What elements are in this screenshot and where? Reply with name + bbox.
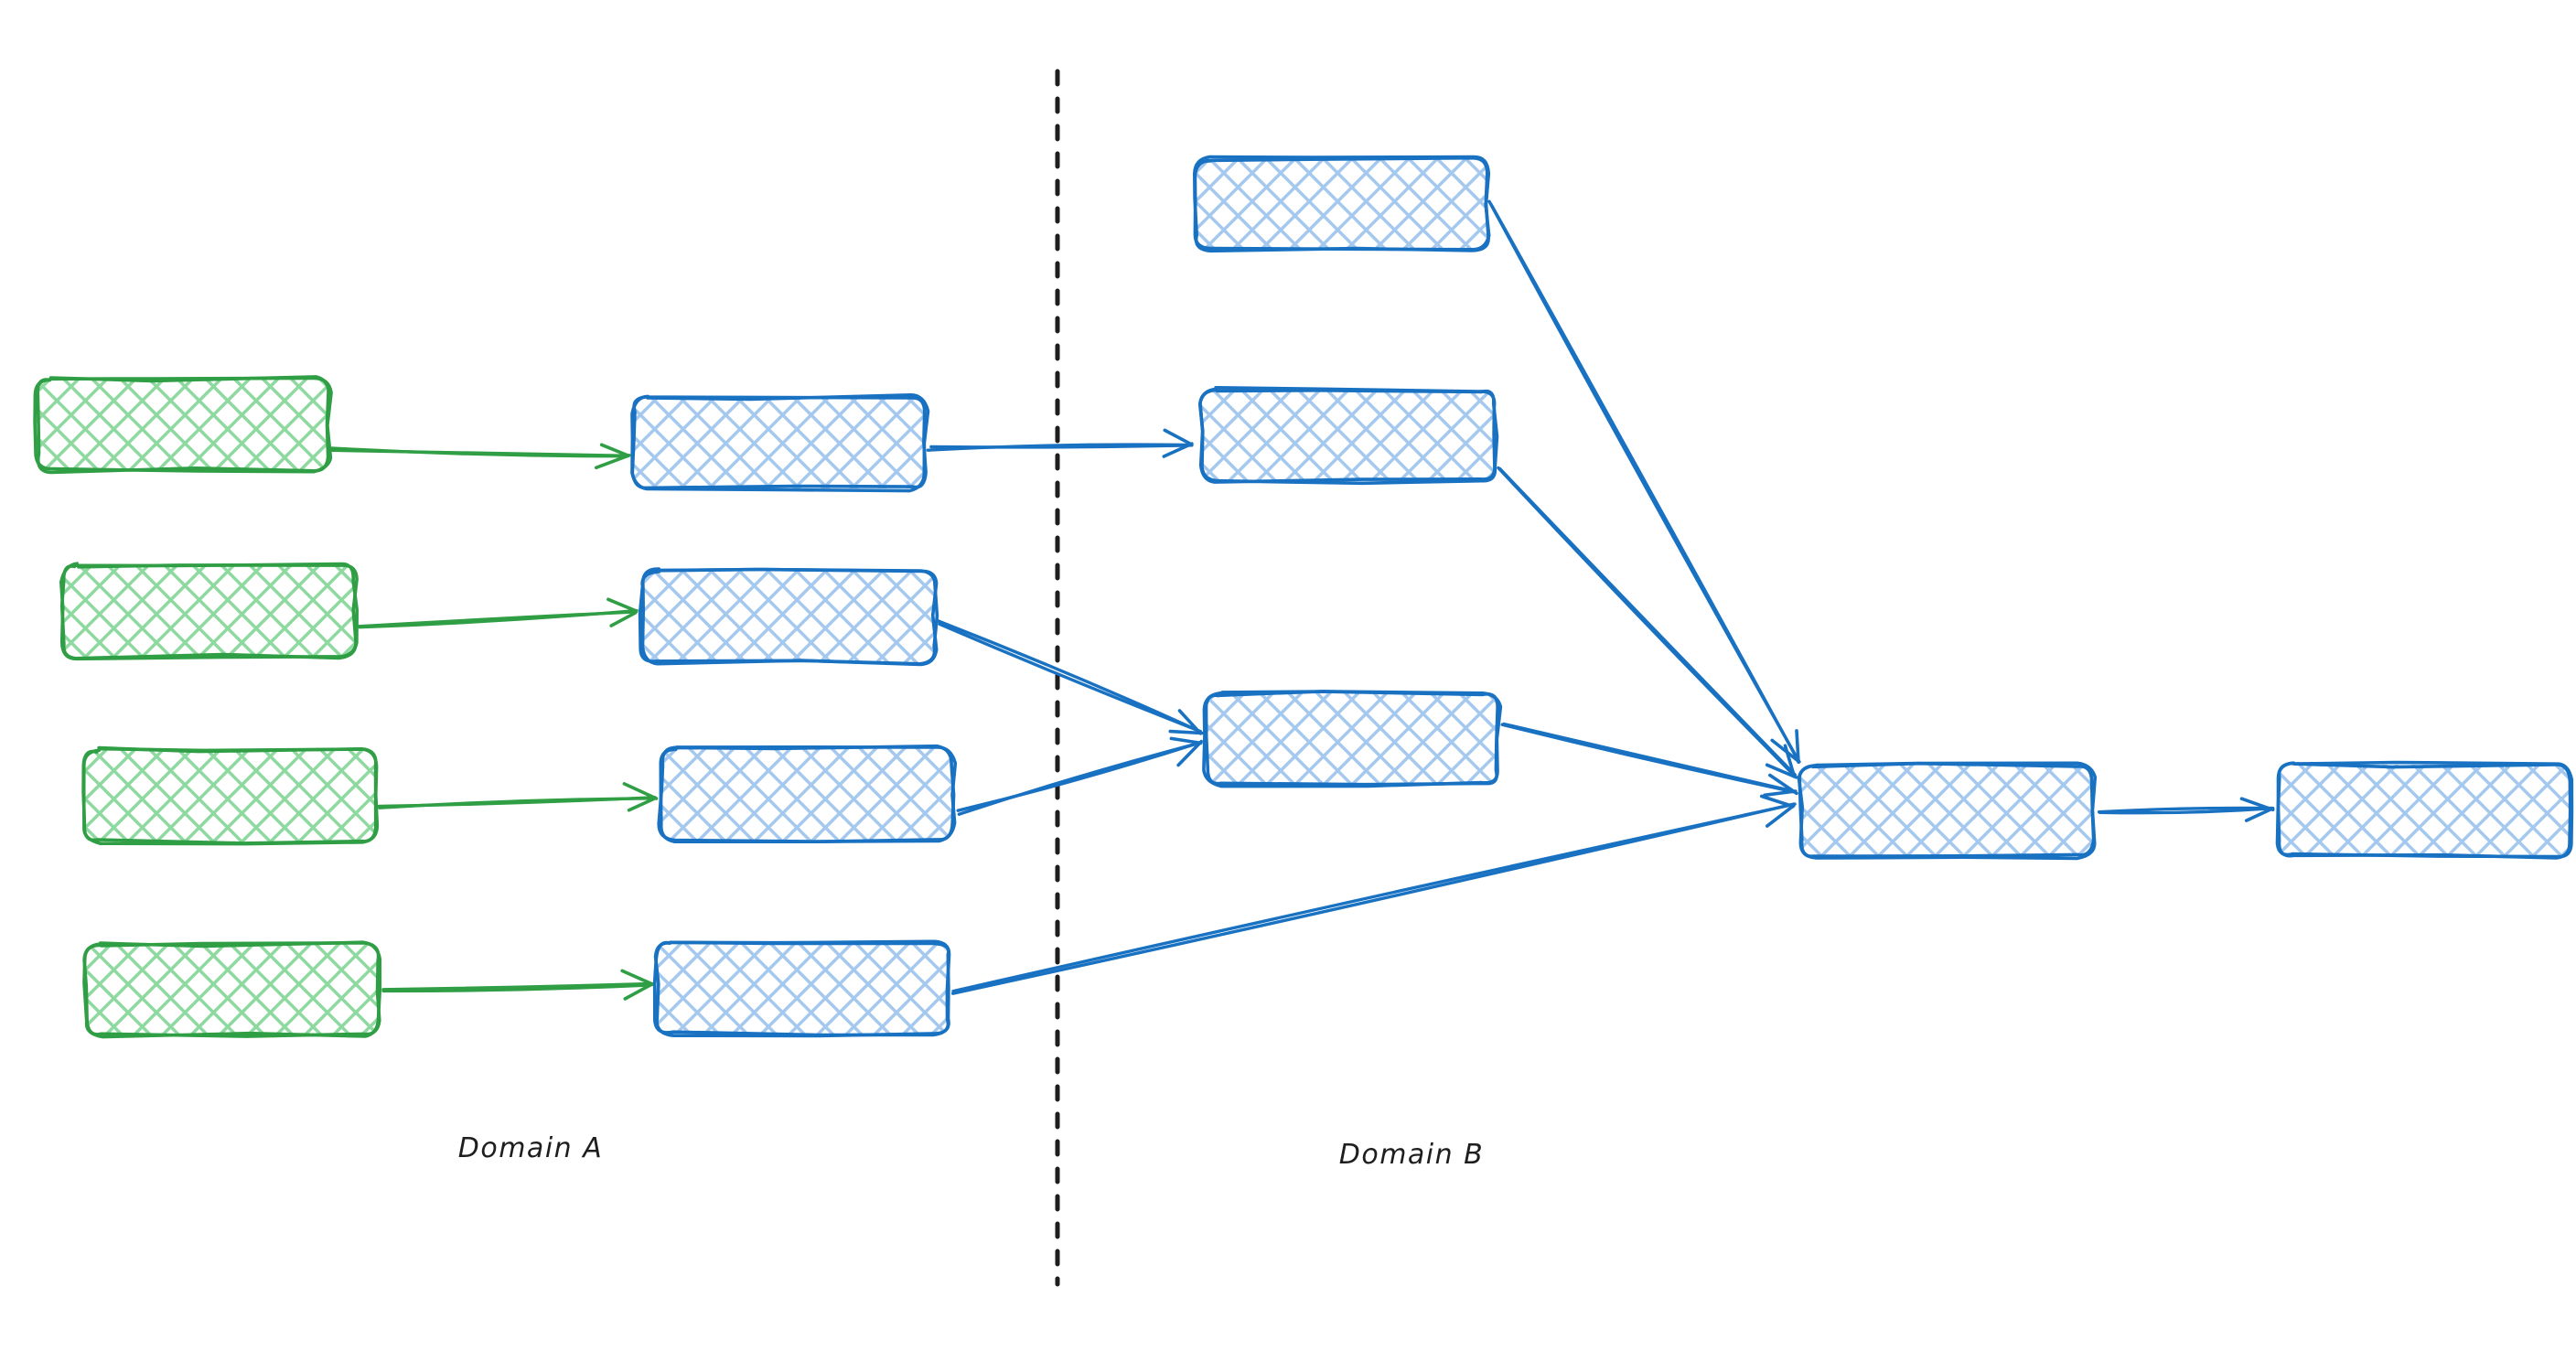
node-a-source-2[interactable]	[59, 562, 359, 661]
edge-a-mid-1-to-b-node-2	[926, 428, 1194, 458]
labels-layer: Domain A Domain B	[458, 1132, 1485, 1171]
label-domain-b: Domain B	[1339, 1139, 1485, 1171]
node-fill	[62, 565, 355, 657]
edge-b-node-1-to-b-hub	[1487, 199, 1801, 764]
edge-a-mid-4-to-b-hub	[950, 794, 1797, 995]
node-fill	[1195, 159, 1487, 251]
node-fill	[633, 397, 926, 488]
node-a-mid-1[interactable]	[630, 393, 930, 493]
node-outline	[659, 744, 956, 843]
node-outline	[33, 376, 333, 474]
node-fill	[657, 942, 950, 1034]
node-fill	[1206, 693, 1498, 785]
node-a-source-4[interactable]	[82, 940, 382, 1039]
node-fill	[86, 944, 379, 1035]
node-fill	[1800, 765, 2093, 856]
node-fill	[2278, 765, 2571, 856]
node-a-mid-4[interactable]	[652, 939, 951, 1038]
node-a-source-3[interactable]	[81, 745, 380, 846]
nodes-layer	[33, 155, 2574, 1039]
node-b-node-1[interactable]	[1193, 155, 1491, 253]
label-domain-a: Domain A	[458, 1132, 603, 1164]
node-b-node-3[interactable]	[1202, 690, 1503, 788]
edge-b-hub-to-b-output	[2097, 797, 2275, 822]
edge-a-source-3-to-a-mid-3	[377, 782, 659, 812]
edge-a-source-2-to-a-mid-2	[357, 597, 639, 629]
node-outline	[1202, 690, 1503, 788]
node-fill	[660, 748, 953, 840]
node-fill	[37, 379, 329, 470]
node-fill	[1202, 390, 1495, 481]
node-b-node-2[interactable]	[1197, 386, 1499, 486]
node-b-hub[interactable]	[1797, 761, 2098, 861]
node-outline	[1193, 155, 1491, 252]
node-a-source-1[interactable]	[33, 375, 333, 475]
node-outline	[2276, 761, 2572, 860]
node-outline	[82, 940, 382, 1039]
node-a-mid-3[interactable]	[657, 744, 958, 843]
edge-a-source-4-to-a-mid-4	[381, 969, 655, 1001]
edge-a-mid-3-to-b-node-3	[956, 736, 1203, 816]
edge-a-mid-2-to-b-node-3	[935, 618, 1204, 735]
node-fill	[84, 750, 377, 841]
node-b-output[interactable]	[2275, 760, 2574, 860]
node-fill	[642, 571, 935, 662]
node-outline	[1798, 761, 2096, 858]
node-outline	[652, 939, 951, 1037]
node-outline	[638, 567, 939, 666]
node-outline	[1197, 387, 1499, 486]
node-outline	[81, 745, 378, 845]
node-outline	[630, 395, 928, 490]
edge-b-node-2-to-b-hub	[1497, 466, 1798, 779]
node-outline	[59, 562, 359, 661]
edge-b-node-3-to-b-hub	[1500, 722, 1798, 798]
node-a-mid-2[interactable]	[638, 567, 939, 667]
edge-a-source-1-to-a-mid-1	[328, 443, 631, 470]
edges-layer	[328, 199, 2275, 1001]
